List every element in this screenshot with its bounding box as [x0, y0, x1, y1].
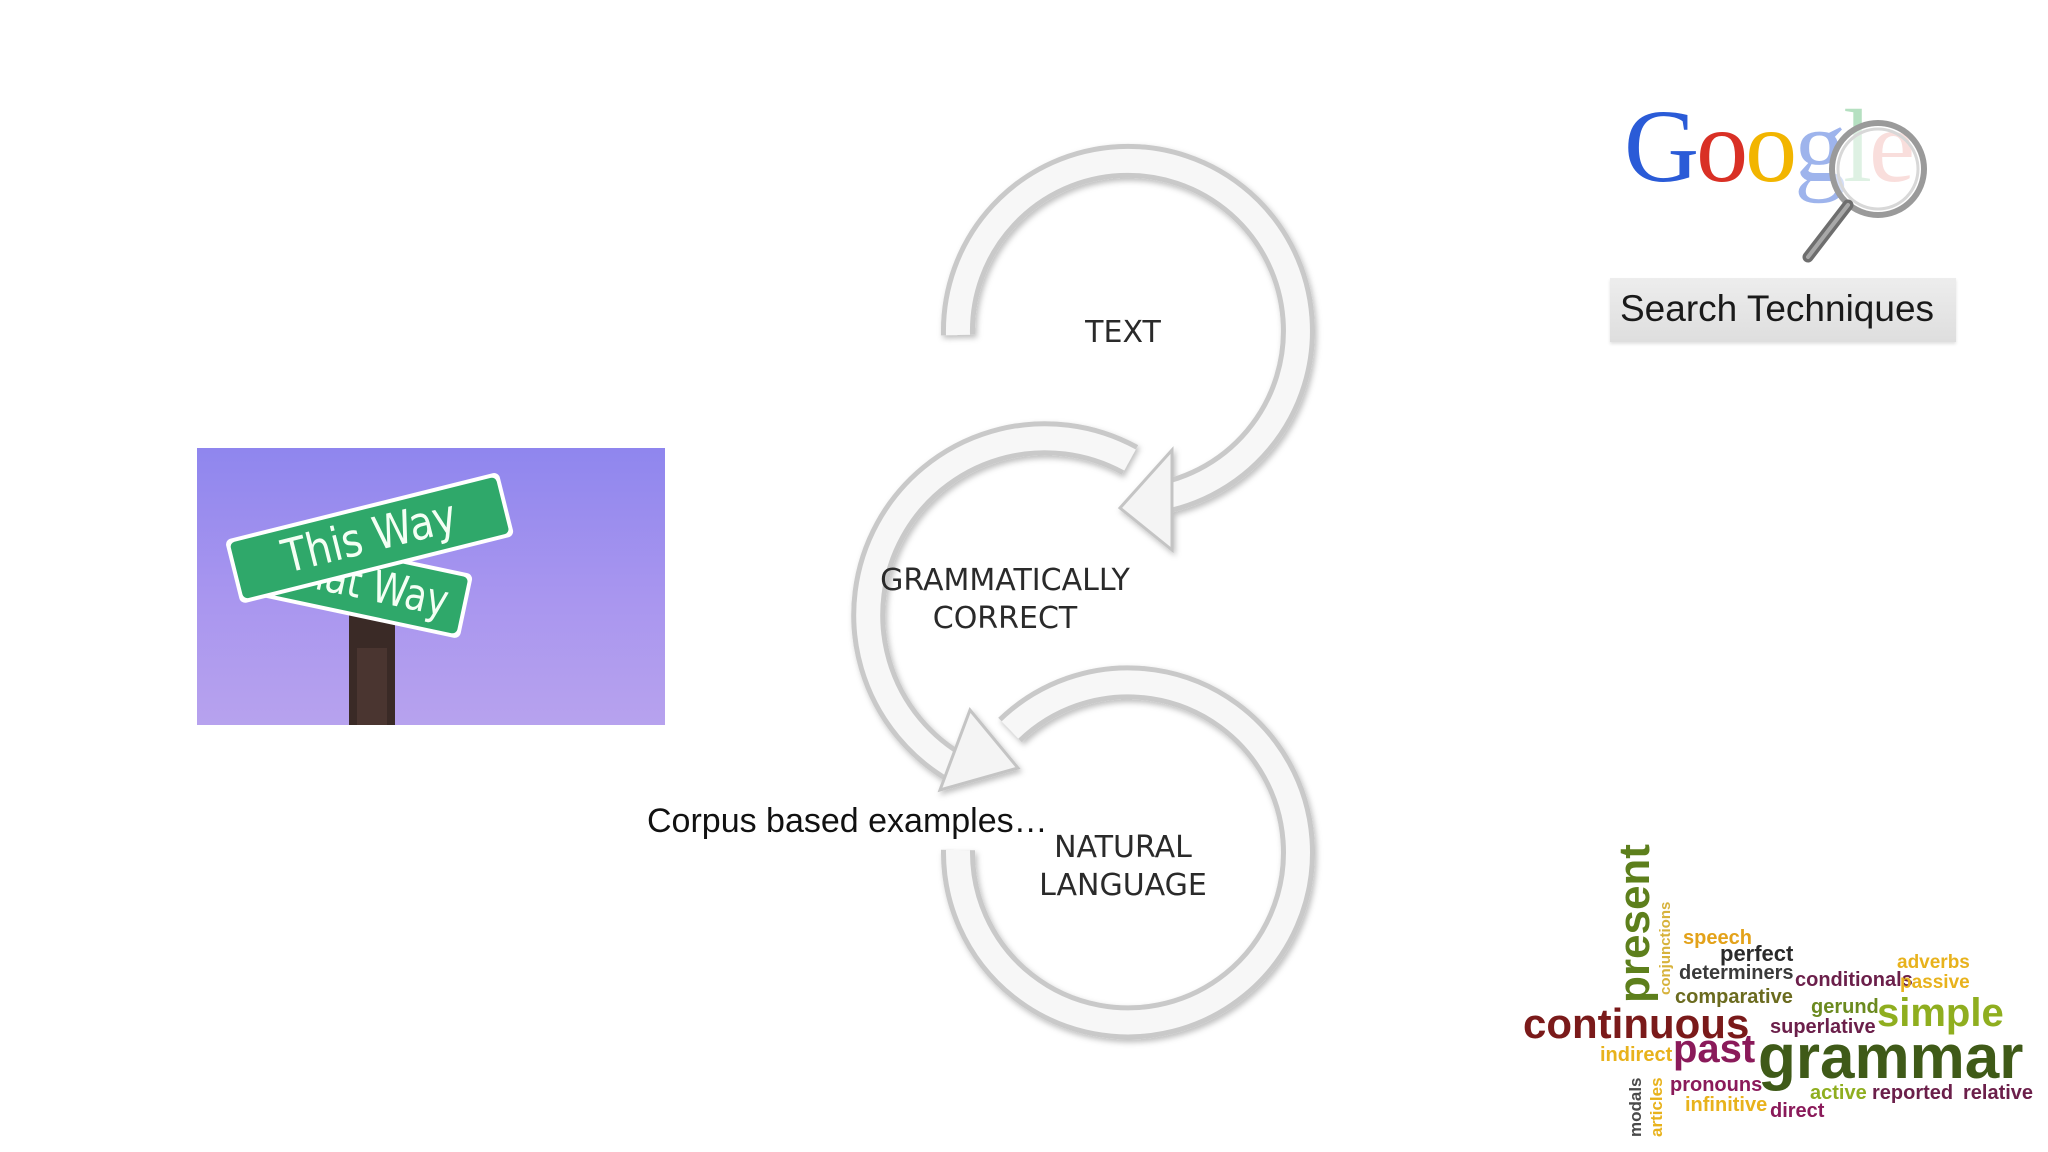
- cycle-node-natural-language-line2: LANGUAGE: [1039, 868, 1207, 903]
- wordcloud-word: indirect: [1600, 1044, 1673, 1066]
- wordcloud-word: gerund: [1811, 996, 1879, 1018]
- arrowhead: [937, 707, 1021, 793]
- cycle-arrow-middle: [851, 421, 1139, 793]
- grammar-word-cloud: present conjunctions speech perfect dete…: [1515, 844, 2035, 1145]
- wordcloud-word: continuous: [1523, 1000, 1750, 1047]
- cycle-diagram: TEXT GRAMMATICALLY CORRECT NATURAL LANGU…: [800, 120, 1360, 1070]
- wordcloud-word: articles: [1647, 1077, 1666, 1137]
- cycle-node-grammatically-correct-line1: GRAMMATICALLY: [880, 563, 1130, 598]
- wordcloud-word: grammar: [1758, 1023, 2024, 1092]
- search-techniques-caption-bar: Search Techniques: [1610, 278, 1956, 342]
- wordcloud-word: conjunctions: [1657, 901, 1674, 995]
- wordcloud-word: superlative: [1770, 1016, 1876, 1038]
- google-search-techniques-image: Google Search Techniques: [1610, 95, 1960, 355]
- google-letter: o: [1745, 89, 1797, 204]
- arrowhead: [1117, 446, 1174, 554]
- wordcloud-word: pronouns: [1670, 1074, 1763, 1096]
- cycle-arrow-top: [940, 143, 1315, 554]
- cycle-arrow-bottom: [940, 665, 1315, 1040]
- search-techniques-caption: Search Techniques: [1620, 288, 1935, 329]
- cycle-node-grammatically-correct-line2: CORRECT: [933, 601, 1078, 636]
- cycle-node-text-label: TEXT: [1084, 315, 1161, 350]
- wordcloud-word: active: [1810, 1082, 1867, 1104]
- wordcloud-word: past: [1673, 1027, 1756, 1071]
- google-letter: o: [1696, 89, 1748, 204]
- street-sign-illustration: That Way This Way: [226, 473, 514, 725]
- wordcloud-word: infinitive: [1685, 1094, 1768, 1116]
- street-sign-image: That Way This Way: [197, 448, 665, 725]
- google-letter: G: [1624, 89, 1699, 204]
- wordcloud-word: conditionals: [1795, 969, 1913, 991]
- wordcloud-word: modals: [1626, 1077, 1645, 1137]
- wordcloud-word: adverbs: [1897, 952, 1970, 973]
- wordcloud-word: simple: [1877, 991, 2004, 1035]
- wordcloud-word: direct: [1770, 1100, 1825, 1122]
- wordcloud-word: passive: [1900, 972, 1970, 993]
- magnifier-icon: [1802, 120, 1927, 263]
- cycle-node-natural-language-line1: NATURAL: [1054, 830, 1192, 865]
- wordcloud-word: comparative: [1675, 986, 1793, 1008]
- corpus-based-examples-text: Corpus based examples…: [647, 802, 1048, 840]
- wordcloud-word: perfect: [1720, 941, 1794, 966]
- wordcloud-word: speech: [1683, 927, 1752, 949]
- wordcloud-word: present: [1610, 844, 1659, 1003]
- wordcloud-word: relative: [1963, 1082, 2034, 1104]
- wordcloud-word: determiners: [1679, 962, 1794, 984]
- wordcloud-word: reported: [1872, 1082, 1954, 1104]
